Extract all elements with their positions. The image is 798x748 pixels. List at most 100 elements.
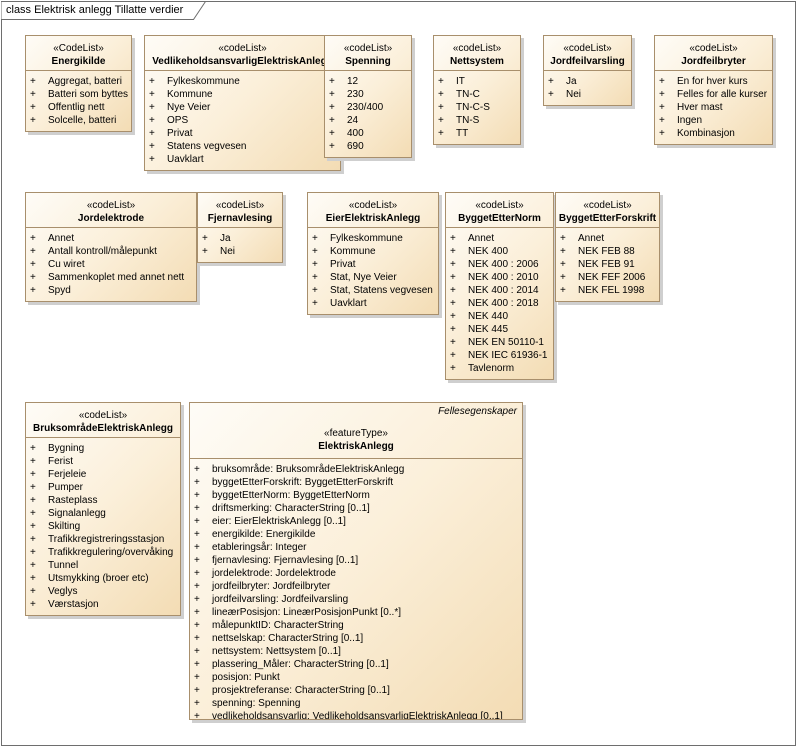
class-eierelektriskanlegg[interactable]: «codeList»EierElektriskAnlegg+Fylkeskomm… [307,192,439,315]
class-bruksomrade[interactable]: «codeList»BruksområdeElektriskAnlegg+Byg… [25,402,181,616]
attribute-text: Kommune [330,246,376,257]
class-name: Jordfeilvarsling [550,56,625,67]
attribute-item: +NEK FEB 88 [560,245,659,258]
visibility-public-icon: + [194,490,200,501]
attribute-text: 230 [347,89,364,100]
visibility-public-icon: + [30,599,36,610]
class-energikilde[interactable]: «CodeList»Energikilde +Aggregat, batteri+… [25,35,132,132]
attribute-item: +Annet [30,232,196,245]
compartment-divider [434,70,520,71]
visibility-public-icon: + [450,246,456,257]
class-vedlikeholdsansvarlig[interactable]: «codeList»VedlikeholdsansvarligElektrisk… [144,35,341,171]
attribute-item: +OPS [149,114,340,127]
visibility-public-icon: + [30,259,36,270]
class-header: «codeList»ByggetEtterForskrift [556,193,659,227]
attribute-text: NEK 400 : 2014 [468,285,539,296]
attribute-text: Kommune [167,89,213,100]
attribute-text: prosjektreferanse: CharacterString [0..1… [212,685,390,696]
visibility-public-icon: + [30,469,36,480]
attribute-text: Ja [220,233,231,244]
attribute-item: +12 [329,75,411,88]
attribute-text: Værstasjon [48,599,99,610]
visibility-public-icon: + [659,102,665,113]
attribute-text: Ja [566,76,577,87]
visibility-public-icon: + [450,337,456,348]
title-tab-shape [1,1,206,20]
attribute-item: +nettselskap: CharacterString [0..1] [194,632,522,645]
visibility-public-icon: + [30,246,36,257]
attribute-text: TT [456,128,469,139]
visibility-public-icon: + [30,482,36,493]
visibility-public-icon: + [30,456,36,467]
attribute-item: +Ja [202,232,282,245]
visibility-public-icon: + [194,633,200,644]
attribute-item: +lineærPosisjon: LineærPosisjonPunkt [0.… [194,606,522,619]
visibility-public-icon: + [149,102,155,113]
visibility-public-icon: + [450,259,456,270]
class-name: BruksområdeElektriskAnlegg [32,423,174,434]
visibility-public-icon: + [30,521,36,532]
class-stereotype: «CodeList» [53,43,104,54]
attribute-item: +Antall kontroll/målepunkt [30,245,196,258]
attribute-text: NEK 445 [468,324,509,335]
attribute-text: Privat [330,259,356,270]
attribute-text: Ingen [677,115,703,126]
visibility-public-icon: + [438,115,444,126]
attribute-text: energikilde: Energikilde [212,529,316,540]
attribute-item: +Skilting [30,520,180,533]
visibility-public-icon: + [30,76,36,87]
compartment-divider [26,227,196,228]
class-byggetetternorm[interactable]: «codeList»ByggetEtterNorm+Annet+NEK 400+… [445,192,554,380]
class-header: «codeList»Fjernavlesing [198,193,282,227]
visibility-public-icon: + [450,363,456,374]
visibility-public-icon: + [329,76,335,87]
class-header: «CodeList»Energikilde [26,36,131,70]
class-nettsystem[interactable]: «codeList»Nettsystem+IT+TN-C+TN-C-S+TN-S… [433,35,521,145]
visibility-public-icon: + [194,607,200,618]
attribute-item: +NEK 400 : 2018 [450,297,553,310]
attribute-item: +eier: EierElektriskAnlegg [0..1] [194,515,522,528]
attribute-text: NEK 400 : 2006 [468,259,539,270]
attribute-text: 400 [347,128,364,139]
class-byggetetterforskrift[interactable]: «codeList»ByggetEtterForskrift +Annet+NEK… [555,192,660,302]
attribute-text: Sammenkoplet med annet nett [48,272,185,283]
attribute-item: +Batteri som byttes [30,88,131,101]
class-stereotype: «codeList» [583,200,632,211]
attribute-item: +målepunktID: CharacterString [194,619,522,632]
class-jordelektrode[interactable]: «codeList»Jordelektrode+Annet+Antall kon… [25,192,197,302]
class-stereotype: «codeList» [86,200,136,211]
attribute-text: eier: EierElektriskAnlegg [0..1] [212,516,346,527]
class-spenning[interactable]: «codeList»Spenning+12+230+230/400+24+400… [324,35,412,158]
attribute-item: +Annet [560,232,659,245]
class-jordfeilvarsling[interactable]: «codeList»Jordfeilvarsling+Ja+Nei [543,35,632,106]
attribute-item: +NEK 445 [450,323,553,336]
attribute-list: +Fylkeskommune+Kommune+Privat+Stat, Nye … [308,228,438,310]
class-stereotype: «featureType» [324,428,388,439]
attribute-text: spenning: Spenning [212,698,301,709]
visibility-public-icon: + [30,573,36,584]
attribute-text: vedlikeholdsansvarlig: Vedlikeholdsansva… [212,711,503,720]
visibility-public-icon: + [194,711,200,720]
class-elektriskanlegg[interactable]: Fellesegenskaper«featureType»ElektriskAn… [189,402,523,720]
attribute-text: jordfeilvarsling: Jordfeilvarsling [212,594,349,605]
visibility-public-icon: + [450,272,456,283]
visibility-public-icon: + [194,529,200,540]
attribute-text: 230/400 [347,102,384,113]
attribute-text: Uavklart [167,154,204,165]
attribute-item: +Felles for alle kurser [659,88,772,101]
attribute-text: fjernavlesing: Fjernavlesing [0..1] [212,555,359,566]
attribute-text: NEK IEC 61936-1 [468,350,548,361]
class-stereotype: «codeList» [452,43,502,54]
attribute-text: Ferjeleie [48,469,87,480]
attribute-item: + Ferjeleie [30,468,180,481]
attribute-item: +NEK IEC 61936-1 [450,349,553,362]
visibility-public-icon: + [329,102,335,113]
attribute-item: +Aggregat, batteri [30,75,131,88]
class-jordfeilbryter[interactable]: «codeList»Jordfeilbryter+En for hver kur… [654,35,773,145]
compartment-divider [26,437,180,438]
attribute-text: Stat, Nye Veier [330,272,397,283]
class-fjernavlesing[interactable]: «codeList»Fjernavlesing+Ja+Nei [197,192,283,263]
attribute-text: Fylkeskommune [167,76,240,87]
class-header: «codeList»ByggetEtterNorm [446,193,553,227]
